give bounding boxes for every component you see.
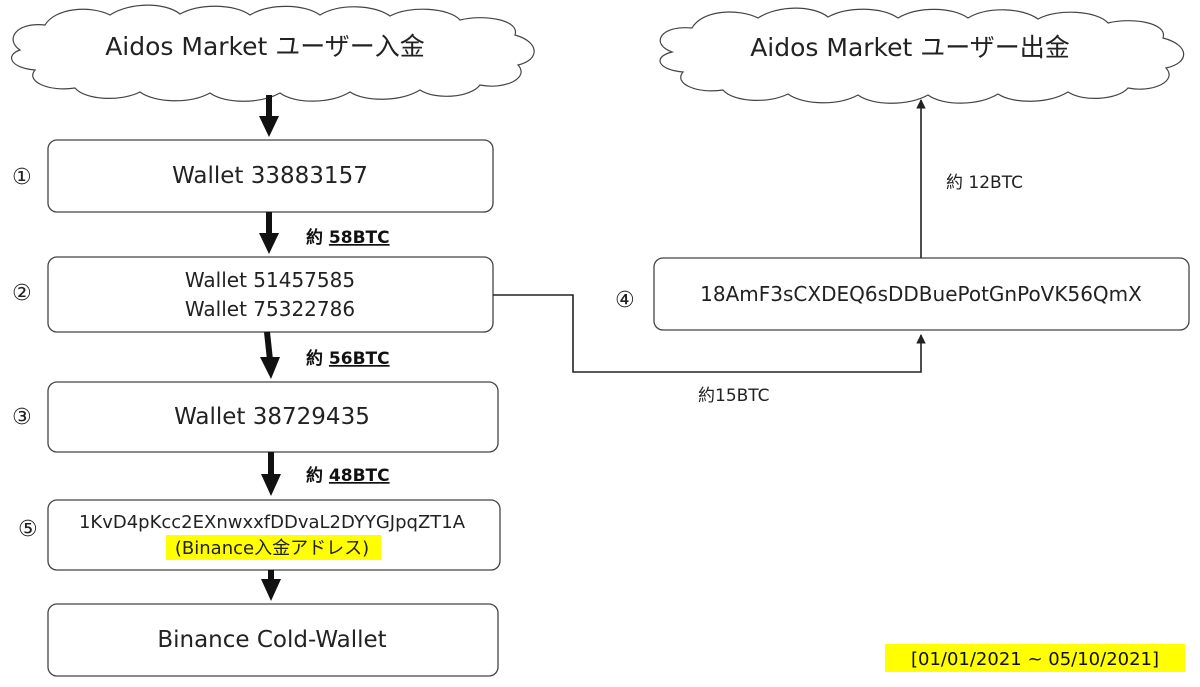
step-3: ③ Wallet 38729435 <box>12 381 499 453</box>
arrow-step-3-to-step-5 <box>261 452 281 496</box>
step-4-label: 18AmF3sCXDEQ6sDDBuePotGnPoVK56QmX <box>700 282 1142 306</box>
step-4-number: ④ <box>615 288 635 313</box>
step-5: ⑤ 1KvD4pKcc2EXnwxxfDDvaL2DYYGJpqZT1A (Bi… <box>18 499 501 571</box>
binance-cold-wallet: Binance Cold-Wallet <box>47 603 499 677</box>
step-5-note: (Binance入金アドレス) <box>175 538 369 559</box>
step-5-address: 1KvD4pKcc2EXnwxxfDDvaL2DYYGJpqZT1A <box>79 512 466 533</box>
step-1: ① Wallet 33883157 <box>12 139 494 213</box>
flow-amount-5: 約 12BTC <box>946 173 1023 193</box>
connector-step-2-to-step-4 <box>493 294 926 373</box>
arrow-step-2-to-step-3 <box>260 331 280 379</box>
binance-cold-wallet-box <box>47 603 499 677</box>
flow-amount-3-prefix: 約 <box>306 465 329 486</box>
flow-amount-3-value: 48BTC <box>329 466 390 486</box>
step-2-line-1: Wallet 51457585 <box>185 268 355 292</box>
deposit-cloud: Aidos Market ユーザー入金 <box>10 4 535 102</box>
withdraw-cloud: Aidos Market ユーザー出金 <box>659 7 1185 104</box>
arrow-step-1-to-step-2 <box>259 212 279 254</box>
flow-amount-3: 約 48BTC <box>306 465 390 486</box>
date-range-highlight <box>885 644 1185 672</box>
step-1-number: ① <box>12 165 32 190</box>
deposit-cloud-label: Aidos Market ユーザー入金 <box>105 32 425 61</box>
flow-amount-1: 約 58BTC <box>306 227 390 248</box>
step-4: ④ 18AmF3sCXDEQ6sDDBuePotGnPoVK56QmX <box>615 257 1190 331</box>
binance-highlight <box>166 535 381 560</box>
flow-amount-4: 約15BTC <box>698 386 770 406</box>
flow-amount-2-prefix: 約 <box>306 348 329 369</box>
step-2: ② Wallet 51457585 Wallet 75322786 <box>12 256 494 333</box>
step-2-line-2: Wallet 75322786 <box>185 297 355 321</box>
arrow-deposit-to-step-1 <box>259 95 279 137</box>
deposit-cloud-shape <box>10 4 535 102</box>
binance-cold-wallet-label: Binance Cold-Wallet <box>157 627 386 653</box>
flow-amount-1-value: 58BTC <box>329 228 390 248</box>
flow-amount-2-value: 56BTC <box>329 349 390 369</box>
step-2-number: ② <box>12 281 32 306</box>
step-3-label: Wallet 38729435 <box>174 404 370 430</box>
withdraw-cloud-shape <box>659 7 1185 104</box>
flow-amount-1-prefix: 約 <box>306 227 329 248</box>
date-range: [01/01/2021 ~ 05/10/2021] <box>911 649 1159 670</box>
step-1-label: Wallet 33883157 <box>172 163 368 189</box>
flow-amount-2: 約 56BTC <box>306 348 390 369</box>
arrow-step-5-to-cold <box>261 570 281 601</box>
withdraw-cloud-label: Aidos Market ユーザー出金 <box>750 33 1070 62</box>
step-5-number: ⑤ <box>18 517 38 542</box>
step-3-number: ③ <box>12 405 32 430</box>
